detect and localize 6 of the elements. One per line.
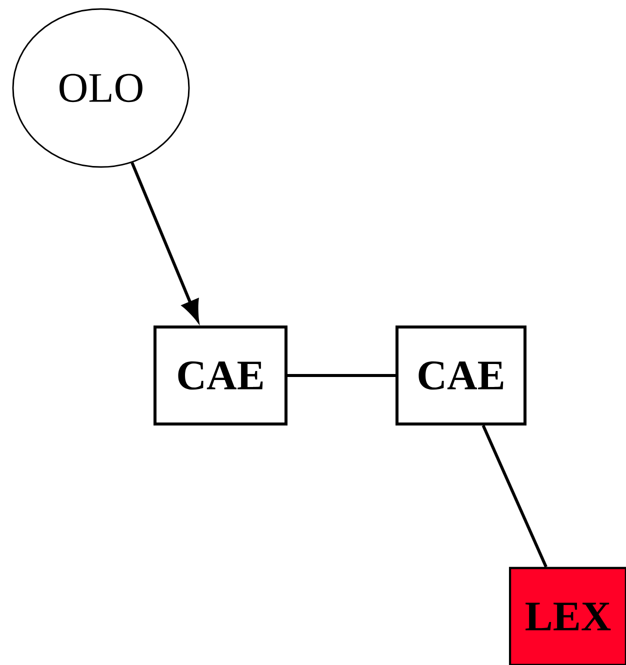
connector-line <box>288 374 396 377</box>
ellipse-node: OLO <box>12 8 190 168</box>
box-node: CAE <box>154 326 288 426</box>
filled-box-node: LEX <box>508 566 626 665</box>
box-node: CAE <box>396 326 526 426</box>
connector-line <box>482 424 548 568</box>
